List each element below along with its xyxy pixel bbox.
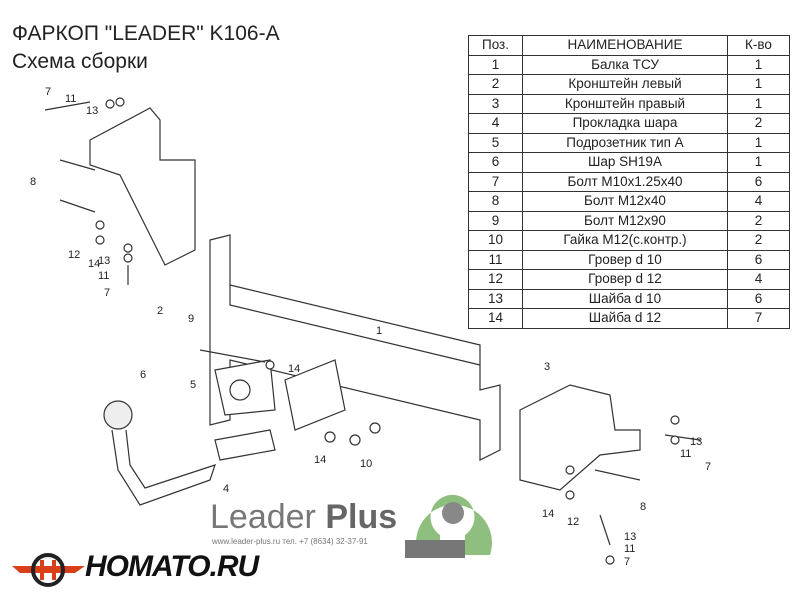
brand-name: Leader: [210, 498, 326, 536]
name-cell: Кронштейн правый: [522, 93, 728, 114]
callout-label: 7: [104, 287, 110, 299]
name-cell: Подрозетник тип А: [522, 132, 728, 153]
callout-label: 11: [624, 543, 635, 555]
page-subtitle: Схема сборки: [12, 50, 148, 73]
ball-spacer: [214, 429, 276, 461]
name-cell: Болт M12x40: [522, 191, 728, 212]
washers: [95, 97, 680, 565]
callout-label: 1: [376, 325, 382, 337]
callout-label: 13: [98, 255, 110, 267]
socket-plate: [214, 359, 276, 416]
leader-plus-wordmark: Leader Plus: [210, 498, 397, 537]
name-cell: Гровер d 12: [522, 269, 728, 290]
mount-plate: [284, 359, 346, 431]
callout-label: 14: [542, 508, 554, 520]
page-title: ФАРКОП "LEADER" K106-A: [12, 22, 280, 45]
callout-label: 13: [690, 436, 702, 448]
callout-label: 8: [640, 501, 646, 513]
right-bracket: [519, 384, 641, 491]
homato-logo-icon: [12, 553, 85, 587]
ball-neck: [111, 429, 216, 506]
callout-label: 2: [157, 305, 163, 317]
callout-label: 7: [705, 461, 711, 473]
name-cell: Шайба d 12: [522, 308, 728, 329]
brand-contact: www.leader-plus.ru тел. +7 (8634) 32-37-…: [212, 537, 368, 546]
pos-cell: 14: [468, 308, 523, 329]
callout-label: 6: [140, 369, 146, 381]
pos-cell: 12: [468, 269, 523, 290]
brand-name-bold: Plus: [325, 498, 398, 536]
homato-site-name: HOMATO.RU: [85, 550, 259, 583]
callout-label: 9: [188, 313, 194, 325]
tow-ball: [103, 400, 133, 430]
callout-label: 12: [68, 249, 80, 261]
callout-label: 11: [98, 270, 109, 282]
callout-label: 7: [624, 556, 630, 568]
callout-label: 14: [88, 258, 100, 270]
callout-label: 8: [30, 176, 36, 188]
qty-cell: 7: [727, 308, 790, 329]
callout-label: 14: [288, 363, 300, 375]
callout-label: 13: [624, 531, 636, 543]
callout-label: 3: [544, 361, 550, 373]
leader-plus-logo: [405, 494, 492, 558]
callout-label: 14: [314, 454, 326, 466]
left-bracket: [89, 107, 196, 266]
callout-label: 12: [567, 516, 579, 528]
callout-label: 11: [65, 93, 76, 105]
callout-label: 11: [680, 448, 691, 460]
name-cell: Болт M10x1.25x40: [522, 171, 728, 192]
callout-label: 4: [223, 483, 229, 495]
callout-label: 7: [45, 86, 51, 98]
name-cell: Шайба d 10: [522, 288, 728, 309]
callout-label: 10: [360, 458, 372, 470]
callout-label: 13: [86, 105, 98, 117]
callout-label: 5: [190, 379, 196, 391]
bolts: [44, 101, 701, 546]
name-cell: НАИМЕНОВАНИЕ: [522, 35, 728, 56]
